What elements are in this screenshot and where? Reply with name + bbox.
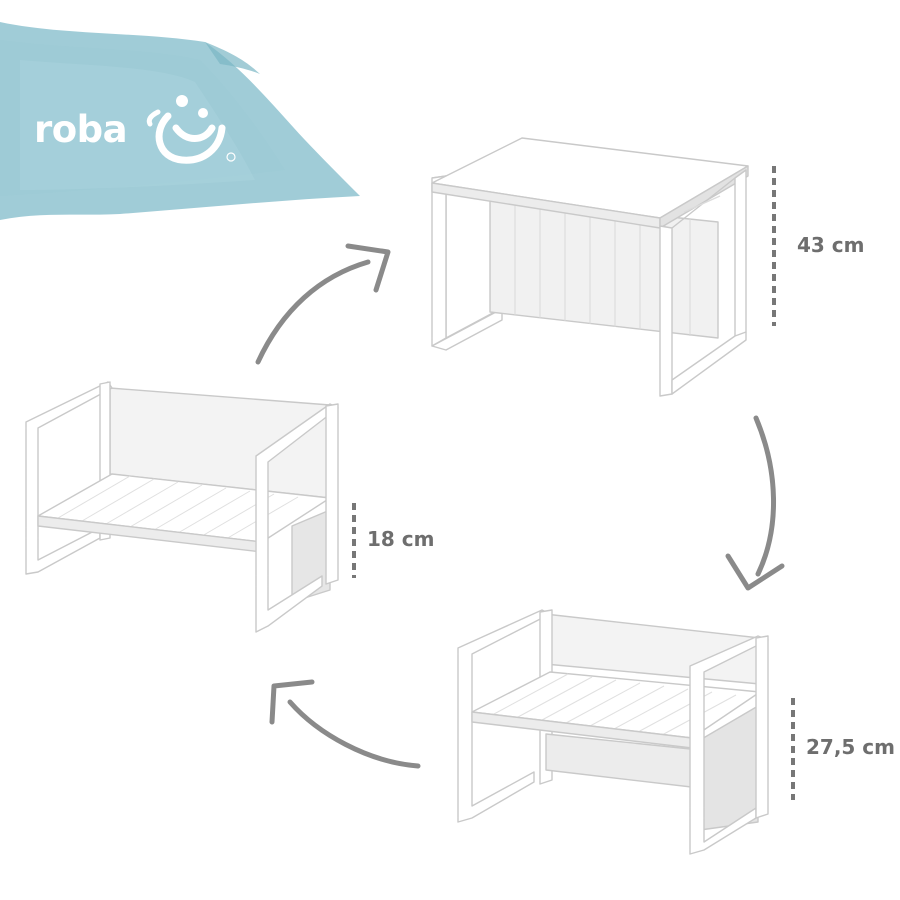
cycle-arrows [255,243,785,769]
table-height-label: 43 cm [797,233,865,257]
arrow-low-to-table-icon [255,243,391,365]
arrow-high-to-low-icon [269,679,421,769]
table-configuration [431,137,749,397]
registered-mark-icon [226,152,236,162]
high-bench-configuration [457,609,769,855]
smiling-child-face-icon [146,95,226,164]
brand-wordmark: roba [34,108,128,151]
low-bench-height-label: 18 cm [367,527,435,551]
high-bench-height-label: 27,5 cm [806,735,896,759]
dimension-markers [352,166,795,800]
arrow-table-to-high-icon [725,415,785,591]
low-bench-configuration [25,381,339,633]
